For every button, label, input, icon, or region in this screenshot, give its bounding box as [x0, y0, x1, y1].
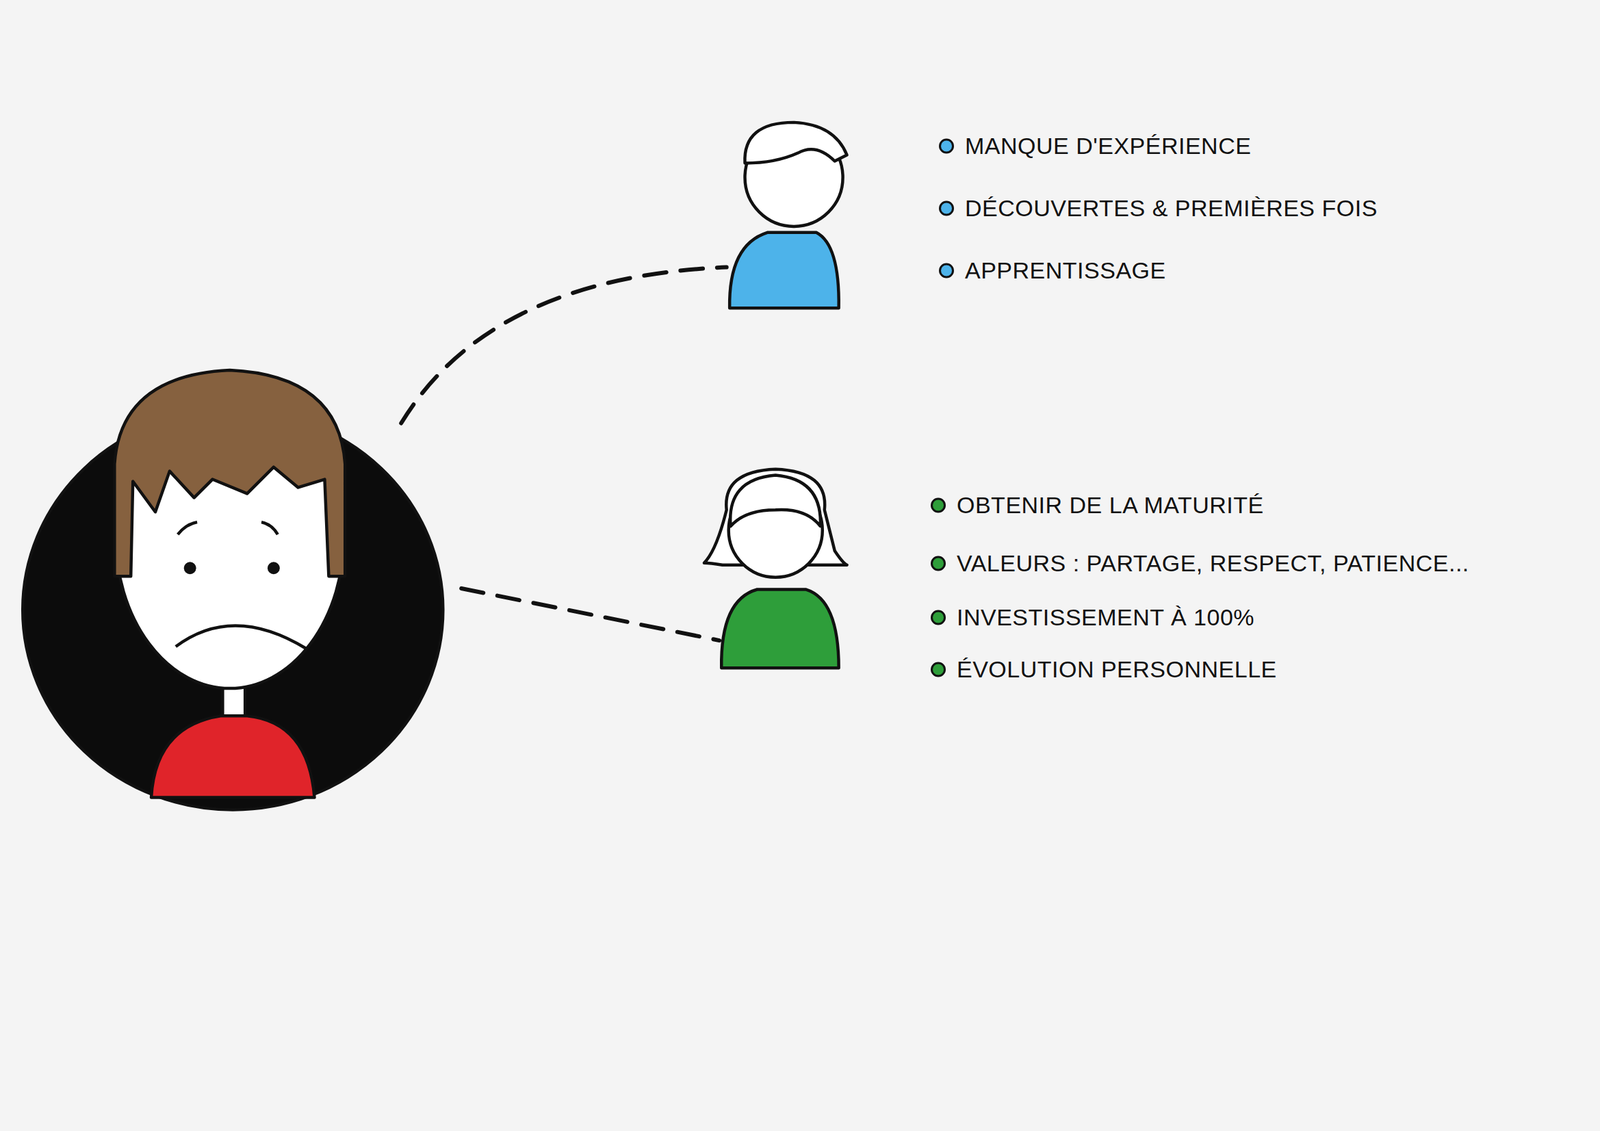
bullet-text: APPRENTISSAGE — [964, 257, 1167, 285]
bullet-item: MANQUE D'EXPÉRIENCE — [938, 132, 1251, 160]
dashed-link — [401, 267, 727, 424]
bullet-dot — [930, 497, 946, 513]
dashed-link — [461, 588, 720, 641]
bullet-text: ÉVOLUTION PERSONNELLE — [956, 656, 1277, 683]
bullet-item: VALEURS : PARTAGE, RESPECT, PATIENCE... — [930, 550, 1470, 577]
bullet-dot — [938, 200, 954, 216]
sad-child — [22, 370, 443, 810]
girl-figure — [704, 469, 848, 669]
bullet-text: VALEURS : PARTAGE, RESPECT, PATIENCE... — [956, 550, 1470, 577]
bullet-dot — [938, 138, 954, 154]
bullet-dot — [938, 262, 954, 278]
bullet-dot — [930, 555, 946, 571]
bullet-text: DÉCOUVERTES & PREMIÈRES FOIS — [964, 195, 1378, 222]
bullet-item: INVESTISSEMENT À 100% — [930, 604, 1255, 631]
bullet-text: INVESTISSEMENT À 100% — [956, 604, 1255, 631]
bullet-dot — [930, 661, 946, 677]
bullet-item: DÉCOUVERTES & PREMIÈRES FOIS — [938, 195, 1378, 222]
bullet-text: OBTENIR DE LA MATURITÉ — [956, 492, 1264, 519]
bullet-item: ÉVOLUTION PERSONNELLE — [930, 656, 1277, 683]
bullet-item: APPRENTISSAGE — [938, 257, 1167, 285]
bullet-text: MANQUE D'EXPÉRIENCE — [964, 132, 1251, 160]
boy-figure — [729, 122, 847, 308]
bullet-item: OBTENIR DE LA MATURITÉ — [930, 492, 1264, 519]
bullet-dot — [930, 609, 946, 625]
